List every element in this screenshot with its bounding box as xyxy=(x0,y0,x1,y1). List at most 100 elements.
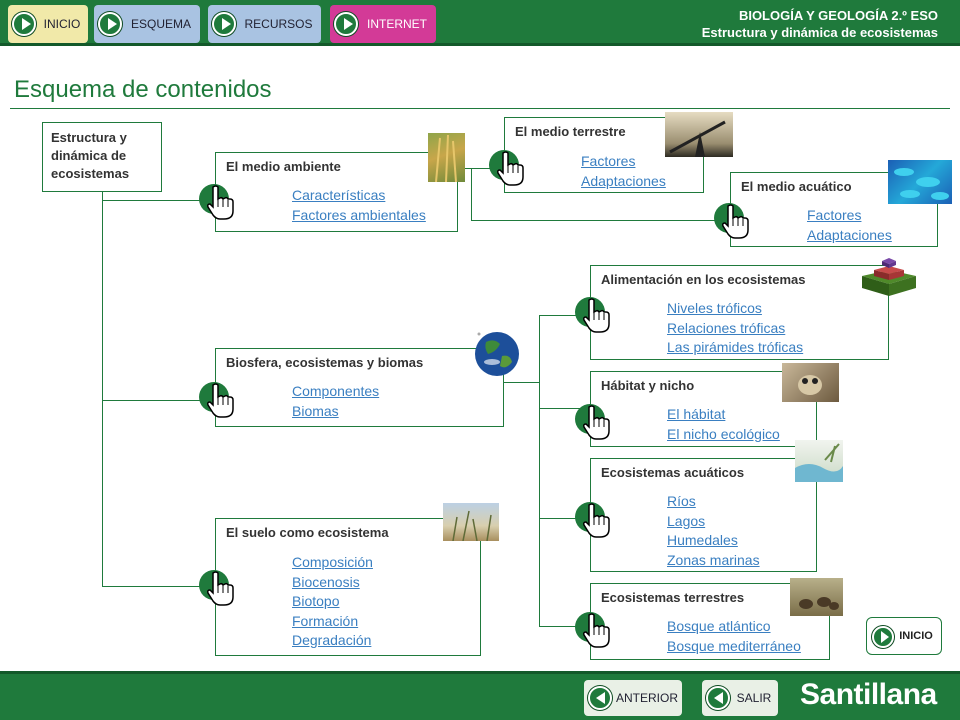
connector-line xyxy=(102,586,217,587)
wheat-image xyxy=(428,133,465,182)
hand-pointer-icon xyxy=(583,405,610,440)
header-subject: BIOLOGÍA Y GEOLOGÍA 2.º ESO xyxy=(738,8,938,23)
box-title: El medio acuático xyxy=(741,179,852,194)
inicio-label: INICIO xyxy=(899,630,933,642)
connector-line xyxy=(539,315,540,627)
nav-internet-button[interactable]: INTERNET xyxy=(330,5,436,43)
link-formacion[interactable]: Formación xyxy=(292,612,359,629)
link-lagos[interactable]: Lagos xyxy=(667,512,706,529)
nav-recursos-button[interactable]: RECURSOS xyxy=(208,5,321,43)
link-relaciones-troficas[interactable]: Relaciones tróficas xyxy=(667,319,786,336)
connector-line xyxy=(539,315,591,316)
cactus-sunset-image xyxy=(665,112,733,157)
link-factores-acuatico[interactable]: Factores xyxy=(807,207,862,223)
header-unit: Estructura y dinámica de ecosistemas xyxy=(701,25,938,40)
connector-line xyxy=(102,400,217,401)
salir-button[interactable]: SALIR xyxy=(702,680,778,716)
hand-pointer-button[interactable] xyxy=(199,568,241,608)
play-icon xyxy=(334,12,358,36)
owl-image xyxy=(782,363,839,402)
box-biosfera: Biosfera, ecosistemas y biomas Component… xyxy=(215,348,504,427)
hand-pointer-button[interactable] xyxy=(714,201,756,241)
box-title: El medio terrestre xyxy=(515,124,626,139)
nav-inicio-label: INICIO xyxy=(43,17,81,31)
title-divider xyxy=(10,108,950,109)
play-icon xyxy=(98,12,122,36)
nav-esquema-button[interactable]: ESQUEMA xyxy=(94,5,200,43)
steppe-image xyxy=(443,503,499,541)
box-ecosistemas-acuaticos: Ecosistemas acuáticos Ríos Lagos Humedal… xyxy=(590,458,817,572)
rabbits-image xyxy=(790,578,843,616)
footer-bar: ANTERIOR SALIR Santillana xyxy=(0,671,960,720)
earth-globe-image xyxy=(474,330,521,377)
wetland-image xyxy=(795,440,843,482)
hand-pointer-button[interactable] xyxy=(575,500,617,540)
link-factores-terrestre[interactable]: Factores xyxy=(581,153,636,169)
box-alimentacion: Alimentación en los ecosistemas Niveles … xyxy=(590,265,889,360)
nav-internet-label: INTERNET xyxy=(367,17,427,31)
hand-pointer-button[interactable] xyxy=(575,295,617,335)
link-el-habitat[interactable]: El hábitat xyxy=(667,406,726,422)
hand-pointer-icon xyxy=(583,503,610,538)
hand-pointer-button[interactable] xyxy=(575,610,617,650)
link-piramides-troficas[interactable]: Las pirámides tróficas xyxy=(667,339,804,355)
hand-pointer-button[interactable] xyxy=(199,182,241,222)
box-title: Alimentación en los ecosistemas xyxy=(601,272,806,287)
link-composicion[interactable]: Composición xyxy=(292,554,373,570)
nav-recursos-label: RECURSOS xyxy=(244,17,313,31)
anterior-label: ANTERIOR xyxy=(615,691,678,705)
trophic-pyramid-image xyxy=(858,256,920,302)
connector-line xyxy=(539,408,591,409)
box-title: El medio ambiente xyxy=(226,159,341,174)
link-biotopo[interactable]: Biotopo xyxy=(292,593,340,609)
hand-pointer-icon xyxy=(583,298,610,333)
link-zonas-marinas[interactable]: Zonas marinas xyxy=(667,551,760,568)
hand-pointer-icon xyxy=(207,571,234,606)
inicio-button[interactable]: INICIO xyxy=(866,617,942,655)
link-factores-ambientales[interactable]: Factores ambientales xyxy=(292,206,426,223)
link-bosque-mediterraneo[interactable]: Bosque mediterráneo xyxy=(667,637,801,654)
hand-pointer-icon xyxy=(207,383,234,418)
anterior-button[interactable]: ANTERIOR xyxy=(584,680,682,716)
connector-line xyxy=(471,220,731,221)
link-biocenosis[interactable]: Biocenosis xyxy=(292,573,360,590)
root-topic-title: Estructura y dinámica de ecosistemas xyxy=(51,130,130,181)
hand-pointer-button[interactable] xyxy=(489,148,531,188)
link-adaptaciones-terrestre[interactable]: Adaptaciones xyxy=(581,172,666,189)
root-topic-box: Estructura y dinámica de ecosistemas xyxy=(42,122,162,192)
hand-pointer-icon xyxy=(497,151,524,186)
salir-label: SALIR xyxy=(736,691,772,705)
brand-logo: Santillana xyxy=(800,678,937,711)
link-nicho-ecologico[interactable]: El nicho ecológico xyxy=(667,425,780,442)
connector-line xyxy=(102,192,103,586)
box-title: El suelo como ecosistema xyxy=(226,525,389,540)
box-habitat: Hábitat y nicho El hábitat El nicho ecol… xyxy=(590,371,817,447)
play-icon xyxy=(12,12,36,36)
link-caracteristicas[interactable]: Características xyxy=(292,187,386,203)
connector-line xyxy=(457,168,504,169)
hand-pointer-button[interactable] xyxy=(575,402,617,442)
play-icon xyxy=(212,12,236,36)
link-biomas[interactable]: Biomas xyxy=(292,402,339,419)
link-bosque-atlantico[interactable]: Bosque atlántico xyxy=(667,618,771,634)
nav-inicio-button[interactable]: INICIO xyxy=(8,5,88,43)
box-medio-ambiente: El medio ambiente Características Factor… xyxy=(215,152,458,232)
box-title: Hábitat y nicho xyxy=(601,378,695,393)
link-humedales[interactable]: Humedales xyxy=(667,532,738,548)
back-arrow-icon xyxy=(706,686,730,710)
link-componentes[interactable]: Componentes xyxy=(292,383,380,399)
back-arrow-icon xyxy=(588,686,612,710)
connector-line xyxy=(471,168,472,220)
link-rios[interactable]: Ríos xyxy=(667,493,696,509)
hand-pointer-icon xyxy=(583,613,610,648)
link-adaptaciones-acuatico[interactable]: Adaptaciones xyxy=(807,226,892,243)
connector-line xyxy=(539,518,591,519)
link-degradacion[interactable]: Degradación xyxy=(292,632,372,648)
link-niveles-troficos[interactable]: Niveles tróficos xyxy=(667,300,762,316)
nav-esquema-label: ESQUEMA xyxy=(130,17,191,31)
box-suelo: El suelo como ecosistema Composición Bio… xyxy=(215,518,481,656)
top-bar: INICIO ESQUEMA RECURSOS INTERNET BIOLOGÍ… xyxy=(0,0,960,46)
hand-pointer-button[interactable] xyxy=(199,380,241,420)
hand-pointer-icon xyxy=(722,204,749,239)
